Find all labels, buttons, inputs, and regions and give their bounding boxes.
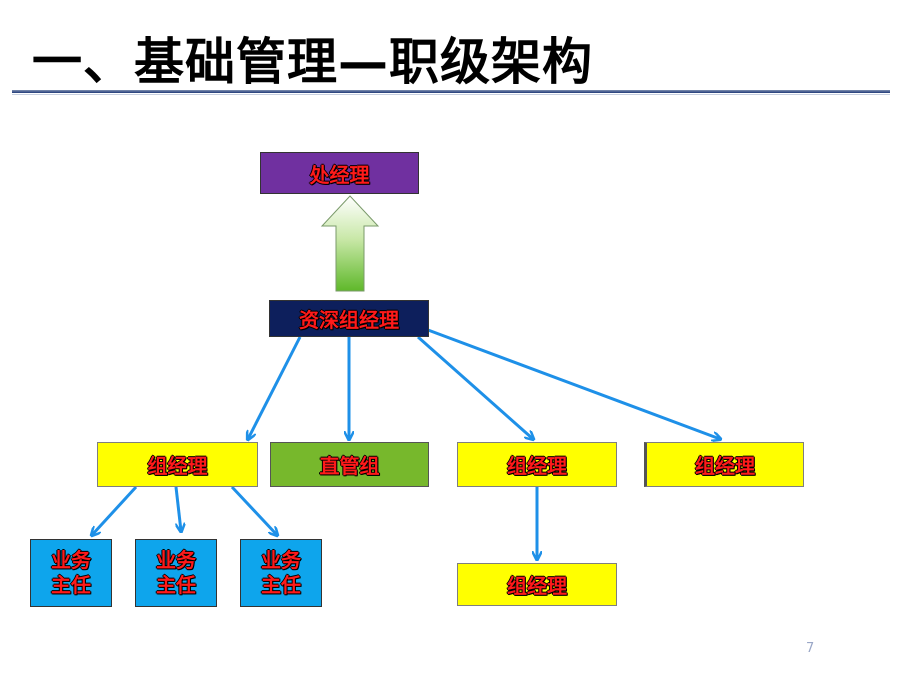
node-group-manager-2: 组经理 [457, 442, 617, 487]
node-supervisor-3: 业务 主任 [240, 539, 322, 607]
node-direct-group: 直管组 [270, 442, 429, 487]
arrow-to-group-manager-2 [417, 335, 533, 439]
node-group-manager-4: 组经理 [457, 563, 617, 606]
arrow-to-group-manager-1 [248, 336, 302, 439]
node-group-manager-3: 组经理 [644, 442, 804, 487]
node-division-manager: 处经理 [260, 152, 419, 194]
promotion-arrow [320, 195, 380, 292]
node-group-manager-1: 组经理 [97, 442, 258, 487]
arrow-to-group-manager-3 [427, 328, 720, 439]
arrow-to-supervisor-3 [230, 485, 277, 535]
node-senior-group-manager: 资深组经理 [269, 300, 429, 337]
node-supervisor-1: 业务 主任 [30, 539, 112, 607]
title-underline [12, 90, 890, 93]
arrow-to-supervisor-1 [92, 485, 138, 535]
arrow-to-supervisor-2 [174, 486, 181, 531]
title-underline-shadow [12, 94, 890, 95]
page-number: 7 [806, 641, 815, 656]
page-title: 一、基础管理—职级架构 [32, 33, 593, 91]
node-supervisor-2: 业务 主任 [135, 539, 217, 607]
